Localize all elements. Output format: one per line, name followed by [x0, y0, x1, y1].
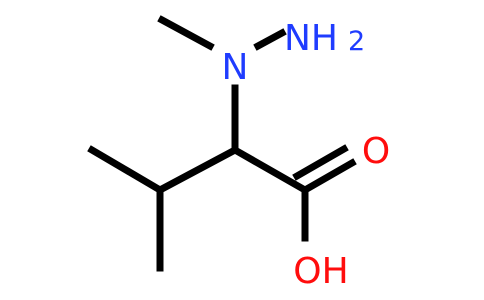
atom-n-amino: NH: [284, 18, 338, 59]
bond-carbonyl-2: [292, 144, 349, 181]
bond-isopropyl-methyl-left: [87, 145, 165, 195]
bond-n-n: [253, 28, 287, 51]
atom-o-carbonyl: O: [362, 131, 390, 172]
bond-carbonyl-1: [300, 158, 357, 195]
bond-methyl-n: [157, 15, 215, 51]
atom-o-hydroxyl: OH: [293, 251, 348, 292]
bond-alpha-isopropyl: [155, 145, 240, 195]
bond-alpha-carboxyl: [230, 145, 310, 195]
atom-n-amino-subscript: 2: [348, 26, 365, 57]
atom-n-methyl: N: [222, 47, 249, 88]
